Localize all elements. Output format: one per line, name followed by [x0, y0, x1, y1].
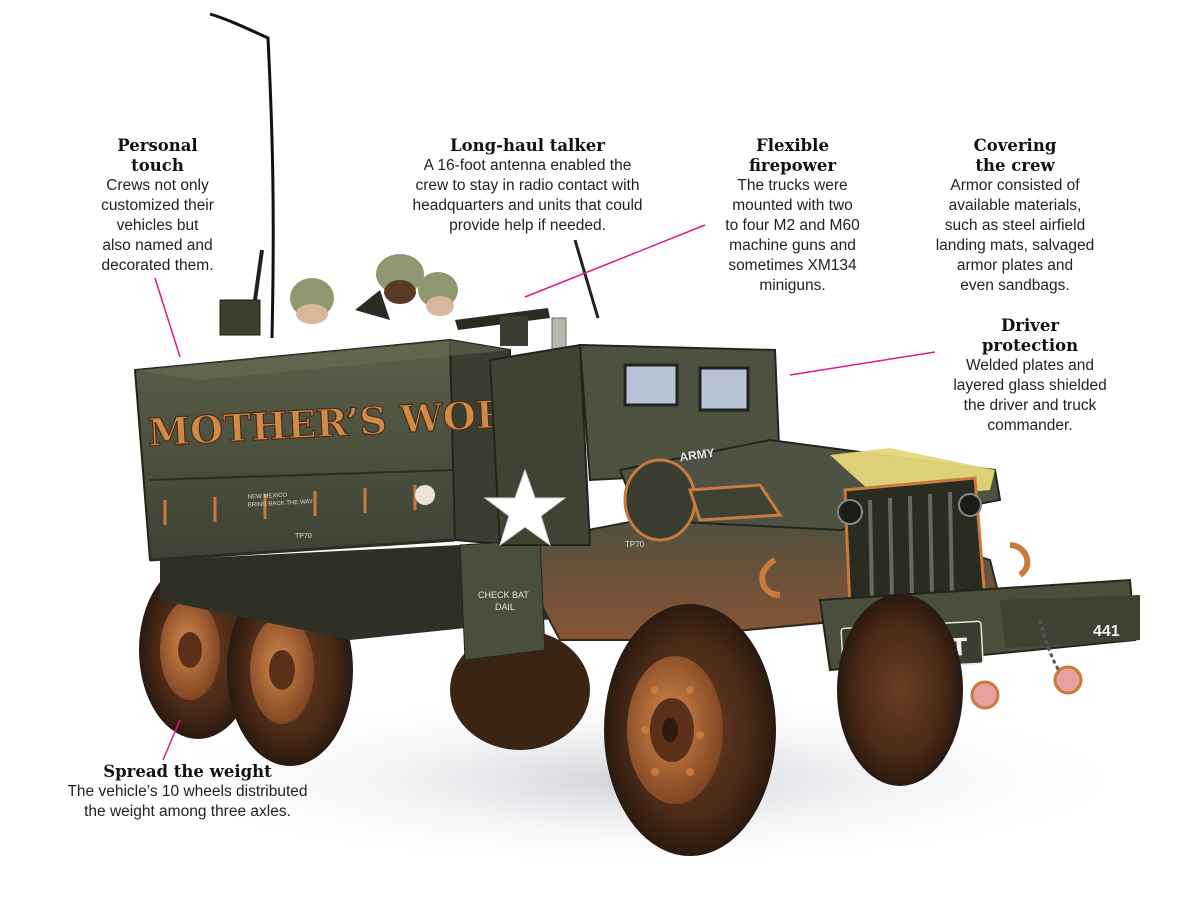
callout-title: Spread the weight [103, 762, 272, 781]
rear-unit-code: TP70 [295, 533, 312, 540]
callout-personal-touch: Personal touch Crews not only customized… [70, 136, 245, 276]
cab-window-left [623, 363, 679, 407]
svg-text:CHECK BAT: CHECK BAT [478, 590, 529, 600]
leader-personal-touch [154, 277, 181, 358]
callout-title: Covering the crew [973, 136, 1057, 175]
fog-light-right [1053, 665, 1083, 695]
short-antenna [573, 239, 600, 319]
leader-lines [154, 224, 936, 761]
bumper-number: 441 [1093, 623, 1120, 640]
front-tire-left [604, 604, 776, 856]
cargo-note-line2: BRING BACK THE WAY [248, 499, 313, 508]
callout-body: A 16-foot antenna enabled the crew to st… [412, 157, 643, 234]
fog-light-left [970, 680, 1000, 710]
front-tire-right [837, 594, 963, 786]
radio-antenna [209, 12, 275, 339]
inner-rear-tire [450, 630, 590, 750]
leader-flexible-firepower [524, 224, 706, 298]
callout-body: Crews not only customized their vehicles… [101, 177, 214, 274]
leader-driver-protection [789, 351, 936, 376]
callout-flexible-firepower: Flexible firepower The trucks were mount… [710, 136, 875, 296]
cab-armor [483, 343, 782, 547]
svg-text:TP70: TP70 [625, 540, 645, 549]
callout-body: The trucks were mounted with two to four… [725, 177, 860, 294]
cargo-note-line1: NEW MEXICO [248, 493, 288, 501]
callout-title: Long-haul talker [450, 136, 605, 155]
callout-title: Personal touch [117, 136, 198, 175]
callout-covering-the-crew: Covering the crew Armor consisted of ava… [915, 136, 1115, 296]
callout-spread-the-weight: Spread the weight The vehicle’s 10 wheel… [45, 762, 330, 822]
svg-text:ARMY: ARMY [679, 446, 716, 465]
callout-driver-protection: Driver protection Welded plates and laye… [925, 316, 1135, 436]
svg-text:DAIL: DAIL [495, 602, 515, 612]
callout-body: Armor consisted of available materials, … [935, 177, 1095, 294]
cab-window-right [698, 366, 750, 412]
headlight-left [837, 499, 863, 525]
side-panel: CHECK BAT DAIL [459, 539, 546, 661]
headlight-right [958, 493, 982, 517]
callout-body: The vehicle’s 10 wheels distributed the … [67, 783, 308, 820]
star-insignia [483, 468, 567, 547]
callout-title: Driver protection [981, 316, 1079, 355]
leader-spread-weight [162, 719, 181, 761]
callout-body: Welded plates and layered glass shielded… [953, 357, 1107, 434]
callout-title: Flexible firepower [748, 136, 837, 175]
crew-and-guns [219, 249, 550, 346]
callout-long-haul-talker: Long-haul talker A 16-foot antenna enabl… [385, 136, 670, 236]
